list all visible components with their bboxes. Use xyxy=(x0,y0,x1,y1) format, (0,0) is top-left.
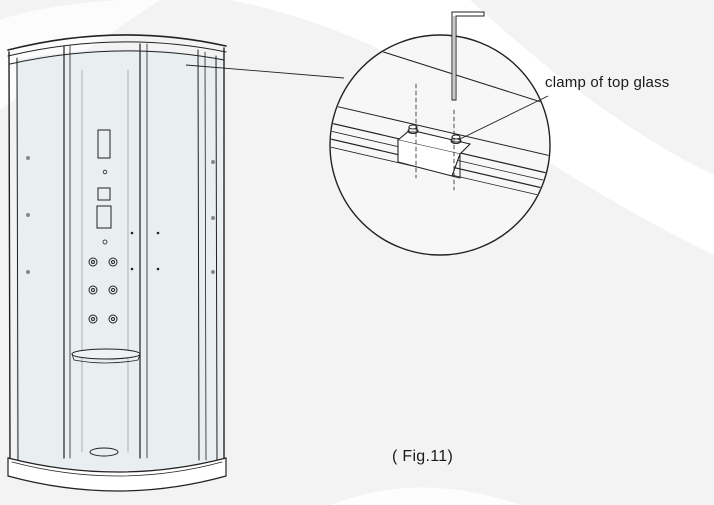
figure-caption: ( Fig.11) xyxy=(392,448,454,465)
shower-enclosure xyxy=(7,34,227,492)
glass-panel xyxy=(16,49,222,470)
leader-line xyxy=(185,64,345,79)
hex-key-icon xyxy=(451,11,485,101)
control-display xyxy=(97,129,111,159)
drain xyxy=(89,447,119,457)
detail-circle xyxy=(329,34,551,256)
body-jets xyxy=(88,257,118,324)
clamp-label: clamp of top glass xyxy=(545,74,670,91)
label-pointer xyxy=(457,95,549,141)
shower-tray xyxy=(7,457,227,492)
shower-seat xyxy=(71,348,141,360)
